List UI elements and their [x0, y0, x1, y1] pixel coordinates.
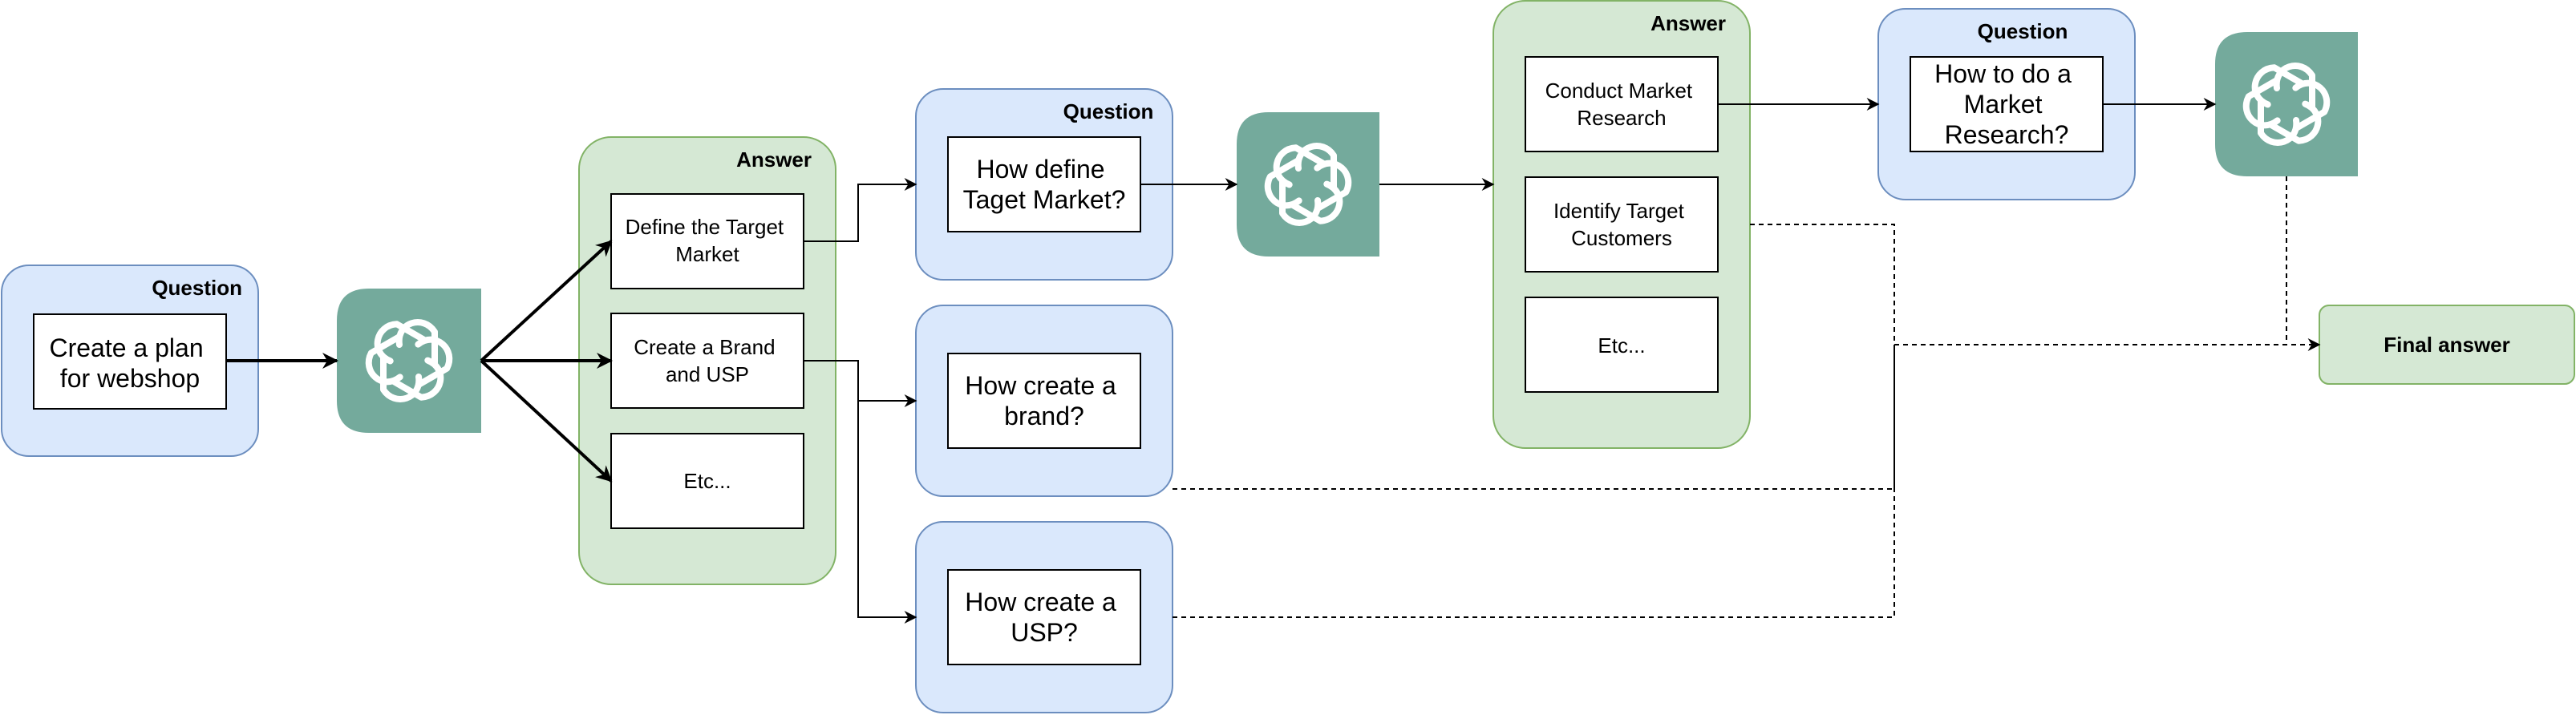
ai-node-3-bg: [2215, 32, 2358, 176]
answer-item-box-a1-2: [610, 433, 804, 529]
answer-item-box-a2-2: [1525, 297, 1719, 393]
question-text-box-q5: [1910, 56, 2104, 152]
ai-node-2: [1237, 112, 1379, 257]
question-text-q4: How create a USP?: [965, 588, 1123, 647]
final-answer-text: Final answer: [2384, 333, 2510, 357]
answer-item-a1-1: Create a Brand and USP: [634, 335, 781, 386]
edge-q4-final: [1173, 345, 1895, 618]
question-title-q2: Question: [1063, 99, 1154, 123]
question-text-q1: Create a plan for webshop: [49, 333, 210, 393]
answer-item-box-a1-1: [610, 313, 804, 409]
ai-node-3: [2215, 32, 2358, 176]
edge-a1-1-q4: [857, 401, 917, 624]
question-title-q1: Question: [152, 276, 242, 300]
answer-item-a2-0: Conduct Market Research: [1545, 79, 1699, 130]
edge-ai1-a1-0: [480, 240, 613, 362]
answer-item-box-a2-0: [1525, 56, 1719, 152]
question-text-box-q4: [947, 569, 1141, 665]
question-text-box-q3: [947, 353, 1141, 449]
edge-a1-0-q2: [804, 178, 917, 242]
answer-item-a2-1: Identify Target Customers: [1553, 199, 1690, 250]
answer-title-a2: Answer: [1651, 11, 1726, 35]
edge-a2-final: [1750, 224, 1895, 345]
edge-a1-1-q3: [804, 360, 917, 407]
question-text-box-q2: [947, 136, 1141, 232]
edge-ai1-a1-2: [480, 359, 613, 483]
ai-node-1: [337, 289, 481, 433]
ai-node-2-bg: [1237, 112, 1379, 257]
question-text-q2: How define Taget Market?: [963, 155, 1126, 214]
question-text-q3: How create a brand?: [965, 371, 1123, 430]
edge-q3-final: [1173, 345, 1895, 490]
ai-node-1-bg: [337, 289, 481, 433]
answer-item-box-a2-1: [1525, 176, 1719, 273]
answer-item-a2-2: Etc...: [1598, 333, 1645, 358]
answer-item-a1-2: Etc...: [683, 469, 731, 493]
question-text-box-q1: [33, 313, 227, 410]
question-text-q5: How to do a Market Research?: [1934, 59, 2079, 149]
answer-item-a1-0: Define the Target Market: [626, 215, 790, 266]
question-title-q5: Question: [1978, 19, 2068, 43]
answer-title-a1: Answer: [736, 147, 812, 172]
answer-item-box-a1-0: [610, 193, 804, 289]
